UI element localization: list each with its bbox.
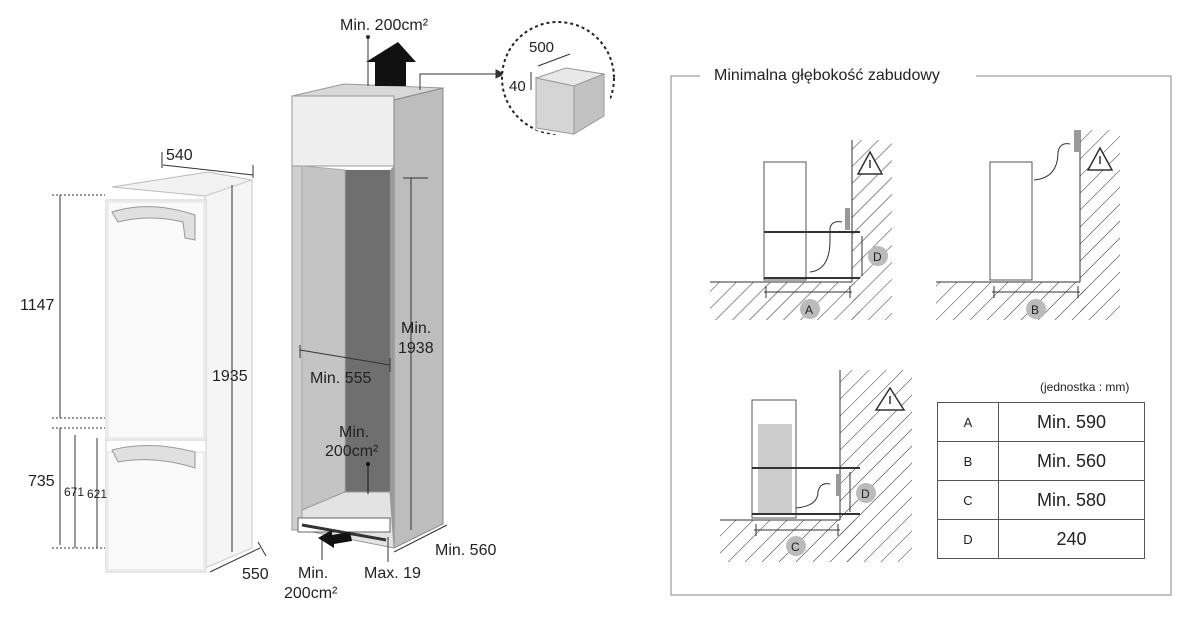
scene-c-badge: C <box>791 540 800 554</box>
scene-c-d-badge: D <box>861 487 870 501</box>
row-key: B <box>937 441 999 481</box>
depth-560-label: Min. 560 <box>435 542 496 559</box>
unit-note: (jednostka : mm) <box>1040 380 1130 394</box>
row-value: Min. 590 <box>998 402 1145 442</box>
bottom-vent-label-2: 200cm² <box>284 585 338 602</box>
inner-height-label-1: Min. <box>401 320 431 337</box>
inner-height-label-2: 1938 <box>398 340 434 357</box>
rear-vent-label-1: Min. <box>339 424 369 441</box>
height-671-label: 671 <box>64 485 84 499</box>
scene-a <box>710 140 892 320</box>
detail-circle <box>501 21 615 138</box>
niche-drawing <box>291 42 444 549</box>
min-depth-panel <box>670 65 1172 596</box>
top-vent-label: Min. 200cm² <box>340 17 429 34</box>
rear-vent-label-2: 200cm² <box>325 443 379 460</box>
scene-b <box>936 130 1120 320</box>
height-1935-label: 1935 <box>212 368 248 385</box>
fridge-drawing <box>105 171 254 573</box>
row-value: Min. 560 <box>998 441 1145 481</box>
fridge-dimension-lines <box>52 152 267 573</box>
detail-500-label: 500 <box>529 39 554 56</box>
scene-a-d-badge: D <box>873 250 882 264</box>
width-540-label: 540 <box>166 147 193 164</box>
scene-b-badge: B <box>1031 303 1039 317</box>
row-key: D <box>937 519 999 559</box>
depth-550-label: 550 <box>242 566 269 583</box>
min-depth-table: A Min. 590 B Min. 560 C Min. 580 D 240 <box>937 402 1145 559</box>
niche-dimension-lines <box>299 35 506 562</box>
row-value: 240 <box>998 519 1145 559</box>
detail-40-label: 40 <box>509 78 526 95</box>
height-621-label: 621 <box>87 487 107 501</box>
row-value: Min. 580 <box>998 480 1145 520</box>
height-1147-label: 1147 <box>20 297 55 314</box>
scene-a-badge: A <box>805 303 813 317</box>
table-row: D 240 <box>937 519 1145 559</box>
table-row: C Min. 580 <box>937 480 1145 520</box>
table-row: A Min. 590 <box>937 402 1145 442</box>
scene-c <box>720 370 912 562</box>
table-row: B Min. 560 <box>937 441 1145 481</box>
bottom-vent-label-1: Min. <box>298 565 328 582</box>
panel-title: Minimalna głębokość zabudowy <box>714 67 940 84</box>
max-gap-label: Max. 19 <box>364 565 421 582</box>
row-key: C <box>937 480 999 520</box>
height-735-label: 735 <box>28 473 55 490</box>
row-key: A <box>937 402 999 442</box>
inner-width-label: Min. 555 <box>310 370 371 387</box>
